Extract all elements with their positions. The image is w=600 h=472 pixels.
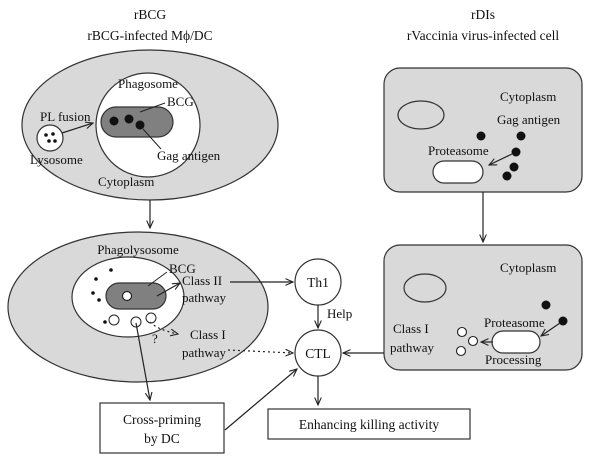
gag-antigen-dot [109, 116, 119, 126]
nucleus-bottom [403, 273, 447, 303]
cross-priming-box [99, 402, 225, 454]
left-header-subtitle: rBCG-infected Mϕ/DC [87, 28, 212, 43]
pl-fusion-label: PL fusion [40, 109, 91, 124]
class1-label-line2: pathway [182, 345, 227, 360]
class2-label-line1: Class II [182, 273, 222, 288]
help-label: Help [327, 306, 352, 321]
peptide-circle [121, 290, 133, 302]
phagosome-label: Phagosome [118, 76, 178, 91]
bcg-pointer-2 [147, 271, 168, 287]
bcg-bacterium-2 [105, 282, 167, 310]
cytoplasm-label-top-right: Cytoplasm [500, 89, 556, 104]
processing-label: Processing [485, 352, 542, 367]
proteasome-bottom [491, 330, 541, 354]
pl-fusion-arrow [61, 123, 93, 134]
class1-right-line2: pathway [390, 340, 435, 355]
bcg-label-top: BCG [167, 94, 194, 109]
gag-antigen-label-left: Gag antigen [157, 148, 221, 163]
lysosome-circle [36, 124, 64, 152]
cross-priming-line1: Cross-priming [123, 412, 201, 427]
class2-label-line2: pathway [182, 290, 227, 305]
crosspriming-to-ctl-arrow [224, 369, 297, 431]
proteasome-label-top: Proteasome [428, 143, 489, 158]
left-header-title: rBCG [134, 7, 167, 22]
cross-priming-line2: by DC [144, 431, 180, 446]
class1-label-line1: Class I [190, 327, 226, 342]
phagolysosome-cell [7, 231, 269, 383]
class1-right-line1: Class I [393, 321, 429, 336]
phagolysosome-label: Phagolysosome [97, 242, 179, 257]
bcg-label-bottom: BCG [169, 261, 196, 276]
gag-pointer [142, 128, 162, 150]
right-header-subtitle: rVaccinia virus-infected cell [407, 28, 559, 43]
th1-label: Th1 [307, 275, 329, 290]
class1-to-ctl-dotted-arrow [227, 350, 293, 353]
nucleus-top [397, 100, 445, 130]
phagolysosome-to-crosspriming-arrow [135, 322, 150, 400]
class2-arrow [156, 283, 180, 297]
enhancing-box [267, 408, 471, 440]
question-mark: ? [152, 331, 158, 346]
vaccinia-cell-bottom [383, 244, 583, 371]
cytoplasm-label-bottom-right: Cytoplasm [500, 260, 556, 275]
vaccinia-cell-top [383, 67, 583, 193]
ctl-label: CTL [305, 346, 331, 361]
gag-antigen-label-right: Gag antigen [497, 112, 561, 127]
proteasome-top [432, 160, 484, 184]
macrophage-cell [21, 49, 279, 201]
proteasome-label-bottom: Proteasome [484, 315, 545, 330]
antigen-to-proteasome-arrow [489, 153, 513, 165]
right-header-title: rDIs [471, 7, 495, 22]
cytoplasm-label-left: Cytoplasm [98, 174, 154, 189]
lysosome-label: Lysosome [30, 152, 83, 167]
gag-antigen-dot [124, 114, 134, 124]
gag-antigen-dot [135, 120, 145, 130]
enhancing-label: Enhancing killing activity [299, 417, 439, 432]
antigen-to-proteasome-arrow-2 [541, 322, 561, 336]
bcg-pointer [139, 102, 166, 113]
